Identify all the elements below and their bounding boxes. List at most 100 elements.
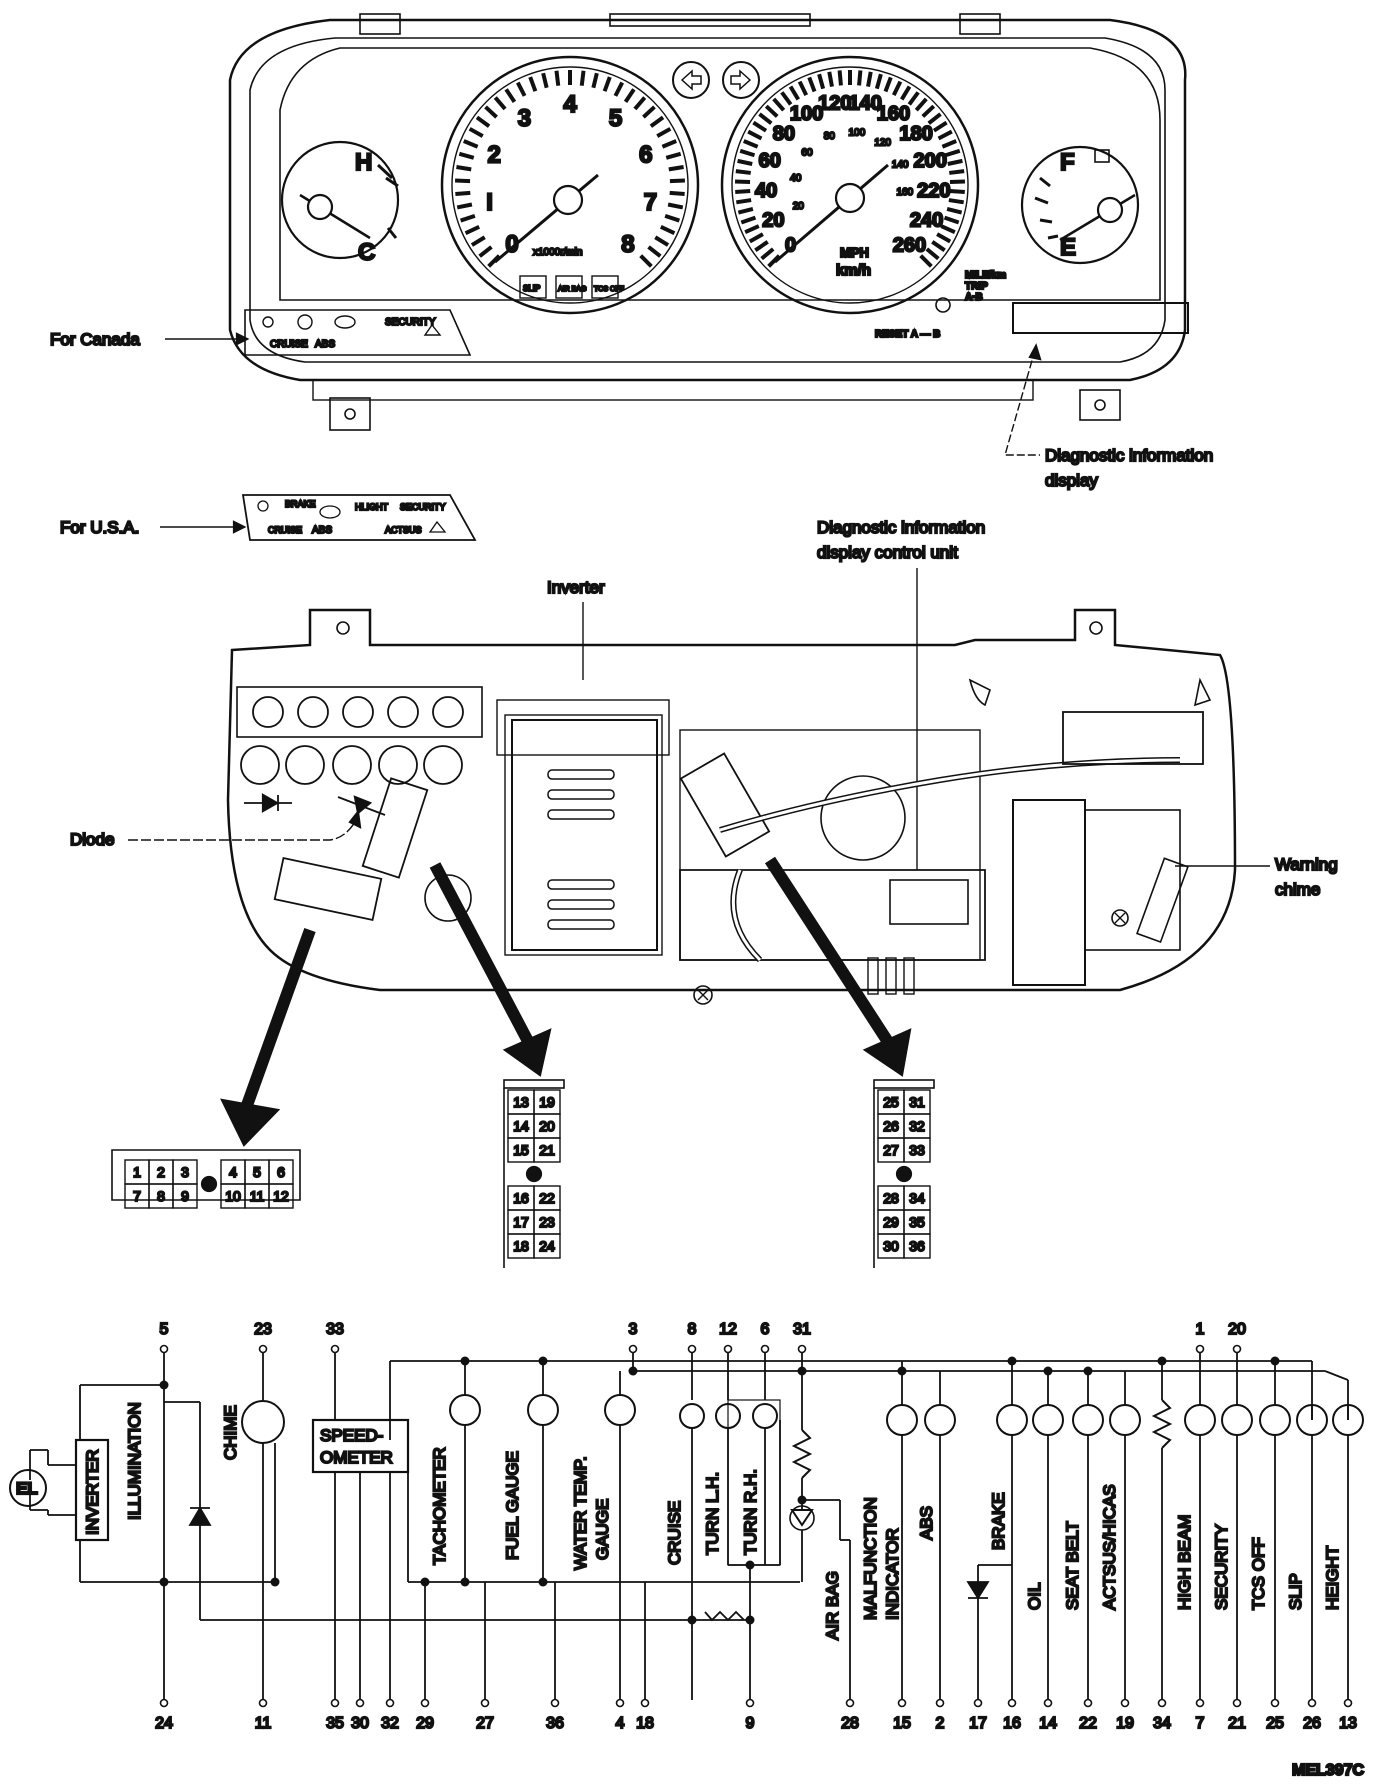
bottom-pin-number: 26 [1303, 1715, 1321, 1732]
figure-id: MEL397C [1292, 1762, 1364, 1779]
top-pin-number: 5 [160, 1321, 169, 1338]
bottom-pin-number: 34 [1153, 1715, 1171, 1732]
speed-kmh-number: 100 [848, 127, 865, 138]
tach-number: 4 [563, 91, 577, 118]
tachometer-label: TACHOMETER [430, 1447, 449, 1565]
connector-pin-number: 26 [883, 1118, 899, 1134]
callout-for-canada: For Canada [50, 330, 140, 349]
canada-strip-cruise: CRUISE [270, 339, 308, 350]
bottom-pin-number: 14 [1039, 1715, 1057, 1732]
connector-pin-number: 7 [133, 1188, 141, 1204]
connector-pin-number: 19 [539, 1094, 555, 1110]
callout-diag-control-2: display control unit [817, 543, 958, 562]
speed-mph-number: 240 [910, 209, 943, 231]
tcs-off-label: TCS OFF [1249, 1537, 1268, 1610]
callout-warning-chime-2: chime [1275, 880, 1320, 899]
speedometer-label-1: SPEED- [320, 1426, 383, 1445]
usa-strip-security: SECURITY [400, 502, 446, 512]
bottom-pin-number: 4 [616, 1715, 625, 1732]
turn-left-indicator [673, 62, 709, 98]
connector-pin-number: 20 [539, 1118, 555, 1134]
connector-pin-number: 22 [539, 1190, 555, 1206]
connector-pin-number: 15 [513, 1142, 529, 1158]
speed-kmh-number: 20 [793, 201, 805, 212]
canada-strip-abs: ABS [315, 339, 335, 350]
bottom-pin-number: 15 [893, 1715, 911, 1732]
callout-for-usa: For U.S.A. [60, 518, 139, 537]
bottom-pin-number: 18 [636, 1715, 654, 1732]
tach-number: 8 [621, 231, 634, 258]
usa-strip-actsus: ACTSUS [385, 525, 422, 535]
turn-lh-label: TURN L.H. [703, 1472, 722, 1555]
speed-unit-kmh: km/h [836, 262, 871, 279]
bottom-pin-number: 9 [746, 1715, 755, 1732]
bottom-pin-number: 17 [969, 1715, 987, 1732]
connector-pin-number: 21 [539, 1142, 555, 1158]
high-beam-label: HIGH BEAM [1175, 1515, 1194, 1610]
temp-gauge [282, 142, 398, 258]
bottom-pin-number: 30 [351, 1715, 369, 1732]
brake-label: BRAKE [989, 1492, 1008, 1550]
bottom-pin-number: 16 [1003, 1715, 1021, 1732]
speed-kmh-number: 40 [790, 173, 802, 184]
callout-diode: Diode [70, 830, 114, 849]
oil-label: OIL [1025, 1583, 1044, 1610]
tach-number: 2 [488, 142, 501, 169]
left-arrow-icon [682, 71, 701, 89]
cluster-back-view [228, 610, 1235, 1004]
callout-inverter: Inverter [547, 578, 605, 597]
connector-pin-number: 29 [883, 1214, 899, 1230]
tach-number: 0 [505, 231, 518, 258]
inverter-label: INVERTER [83, 1449, 102, 1535]
lamp-slip: SLIP [523, 284, 540, 293]
connector-pin-number: 34 [909, 1190, 925, 1206]
usa-warning-strip: BRAKE HLIGHT SECURITY CRUISE ABS ACTSUS [243, 495, 475, 540]
connector-pin-number: 25 [883, 1094, 899, 1110]
usa-strip-hlight: HLIGHT [355, 502, 389, 512]
malfunction-label-2: INDICATOR [883, 1528, 902, 1620]
bottom-pin-number: 22 [1079, 1715, 1097, 1732]
reset-label: RESET A — B [875, 329, 940, 340]
bottom-pin-number: 28 [841, 1715, 859, 1732]
temp-cold-mark: C [358, 239, 375, 266]
speed-mph-number: 40 [755, 180, 777, 202]
bottom-pin-number: 24 [155, 1715, 173, 1732]
cruise-label: CRUISE [665, 1501, 684, 1565]
connector-pin-number: 31 [909, 1094, 925, 1110]
usa-strip-cruise: CRUISE [268, 525, 302, 535]
bottom-pin-number: 27 [476, 1715, 494, 1732]
callout-warning-chime-1: Warning [1275, 855, 1338, 874]
connector-pin-number: 17 [513, 1214, 529, 1230]
wiring-schematic [10, 1352, 1363, 1700]
connector-pin-number: 13 [513, 1094, 529, 1110]
top-pin-number: 33 [326, 1321, 344, 1338]
el-label: EL [16, 1479, 38, 1498]
bottom-pin-number: 13 [1339, 1715, 1357, 1732]
connector-pin-number: 9 [181, 1188, 189, 1204]
fuel-gauge-label: FUEL GAUGE [503, 1451, 522, 1560]
illumination-label: ILLUMINATION [125, 1402, 144, 1520]
connector-pin-number: 5 [253, 1164, 261, 1180]
callout-diag-control-1: Diagnostic information [817, 518, 985, 537]
bottom-pin-number: 11 [255, 1715, 272, 1732]
connector-pin-number: 1 [133, 1164, 141, 1180]
connector-pin-number: 14 [513, 1118, 529, 1134]
malfunction-label-1: MALFUNCTION [861, 1497, 880, 1620]
connector-pin-number: 2 [157, 1164, 165, 1180]
callout-diag-display-2: display [1045, 471, 1098, 490]
top-pin-number: 20 [1228, 1321, 1246, 1338]
top-pin-number: 3 [629, 1321, 638, 1338]
connector-pin-number: 18 [513, 1238, 529, 1254]
turn-rh-label: TURN R.H. [741, 1469, 760, 1555]
bottom-pin-number: 21 [1228, 1715, 1246, 1732]
seat-belt-label: SEAT BELT [1063, 1521, 1082, 1610]
connector-pin-number: 36 [909, 1238, 925, 1254]
lamp-airbag: AIR BAG [558, 286, 586, 293]
speed-unit-mph: MPH [840, 245, 869, 260]
height-label: HEIGHT [1323, 1546, 1342, 1610]
connector-pin-number: 28 [883, 1190, 899, 1206]
connector-pin-number: 11 [250, 1188, 265, 1204]
